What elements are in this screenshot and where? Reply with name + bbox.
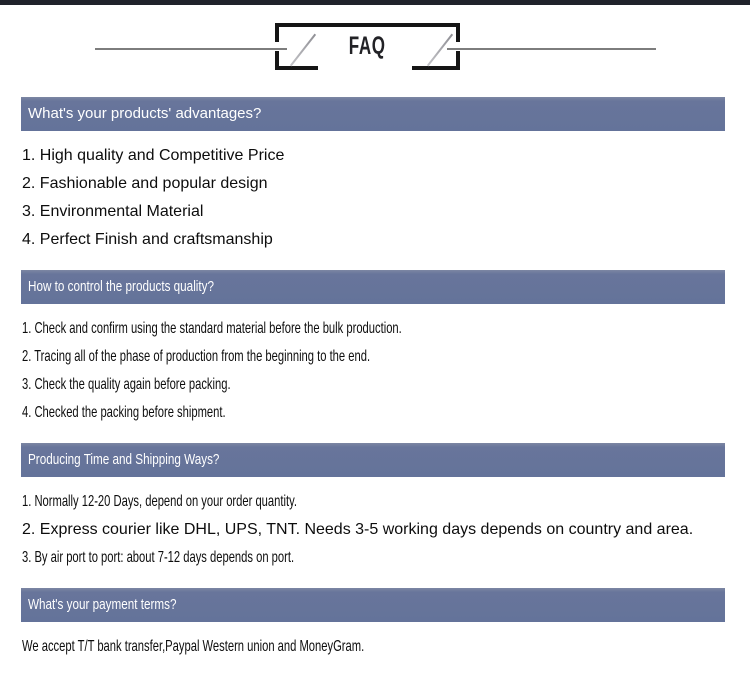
answer-line: 1. Check and confirm using the standard … (22, 315, 725, 343)
answer-list: We accept T/T bank transfer,Paypal Weste… (21, 622, 725, 677)
faq-sections: What's your products' advantages? 1. Hig… (21, 97, 725, 677)
question-text: How to control the products quality? (28, 278, 215, 295)
faq-section-advantages: What's your products' advantages? 1. Hig… (21, 97, 725, 270)
title-box-border-bottom-left (275, 66, 318, 70)
top-edge-bar (0, 0, 750, 5)
faq-section-shipping: Producing Time and Shipping Ways? 1. Nor… (21, 443, 725, 588)
answer-line: 2. Fashionable and popular design (22, 170, 725, 198)
question-text: Producing Time and Shipping Ways? (28, 451, 220, 468)
title-box-border-left-bottom (275, 51, 279, 70)
answer-line: We accept T/T bank transfer,Paypal Weste… (22, 633, 725, 661)
faq-section-quality-control: How to control the products quality? 1. … (21, 270, 725, 443)
answer-line: 4. Perfect Finish and craftsmanship (22, 226, 725, 254)
answer-text: 1. High quality and Competitive Price (22, 147, 285, 164)
answer-text: 2. Express courier like DHL, UPS, TNT. N… (22, 521, 694, 538)
answer-line: 1. Normally 12-20 Days, depend on your o… (22, 488, 725, 516)
answer-line: 2. Express courier like DHL, UPS, TNT. N… (22, 516, 725, 544)
title-box-border-right-bottom (456, 51, 460, 70)
answer-text: 3. Environmental Material (22, 203, 204, 220)
title-box-border-right-top (456, 23, 460, 42)
answer-text: 1. Normally 12-20 Days, depend on your o… (22, 493, 297, 510)
title-box-border-top (275, 23, 460, 27)
answer-line: 3. Environmental Material (22, 198, 725, 226)
answer-list: 1. Check and confirm using the standard … (21, 304, 725, 443)
answer-line: 3. Check the quality again before packin… (22, 371, 725, 399)
page-title: FAQ (275, 23, 460, 70)
answer-list: 1. High quality and Competitive Price 2.… (21, 131, 725, 270)
question-bar: What's your products' advantages? (21, 97, 725, 131)
right-divider-line (447, 48, 656, 50)
question-bar: Producing Time and Shipping Ways? (21, 443, 725, 477)
answer-line: 4. Checked the packing before shipment. (22, 399, 725, 427)
answer-text: 4. Checked the packing before shipment. (22, 404, 226, 421)
title-box-border-bottom-right (412, 66, 460, 70)
question-bar: How to control the products quality? (21, 270, 725, 304)
title-box-border-left-top (275, 23, 279, 42)
answer-text: 1. Check and confirm using the standard … (22, 320, 402, 337)
answer-line: 3. By air port to port: about 7-12 days … (22, 544, 725, 572)
answer-text: 2. Tracing all of the phase of productio… (22, 348, 371, 365)
answer-line: 2. Tracing all of the phase of productio… (22, 343, 725, 371)
question-text: What's your products' advantages? (28, 105, 262, 122)
answer-text: 3. By air port to port: about 7-12 days … (22, 549, 295, 566)
faq-section-payment: What's your payment terms? We accept T/T… (21, 588, 725, 677)
answer-text: 2. Fashionable and popular design (22, 175, 268, 192)
answer-text: 4. Perfect Finish and craftsmanship (22, 231, 273, 248)
answer-list: 1. Normally 12-20 Days, depend on your o… (21, 477, 725, 588)
answer-text: 3. Check the quality again before packin… (22, 376, 231, 393)
answer-line: 1. High quality and Competitive Price (22, 142, 725, 170)
question-bar: What's your payment terms? (21, 588, 725, 622)
page-title-text: FAQ (349, 32, 386, 60)
answer-text: We accept T/T bank transfer,Paypal Weste… (22, 638, 365, 655)
question-text: What's your payment terms? (28, 596, 177, 613)
left-divider-line (95, 48, 287, 50)
